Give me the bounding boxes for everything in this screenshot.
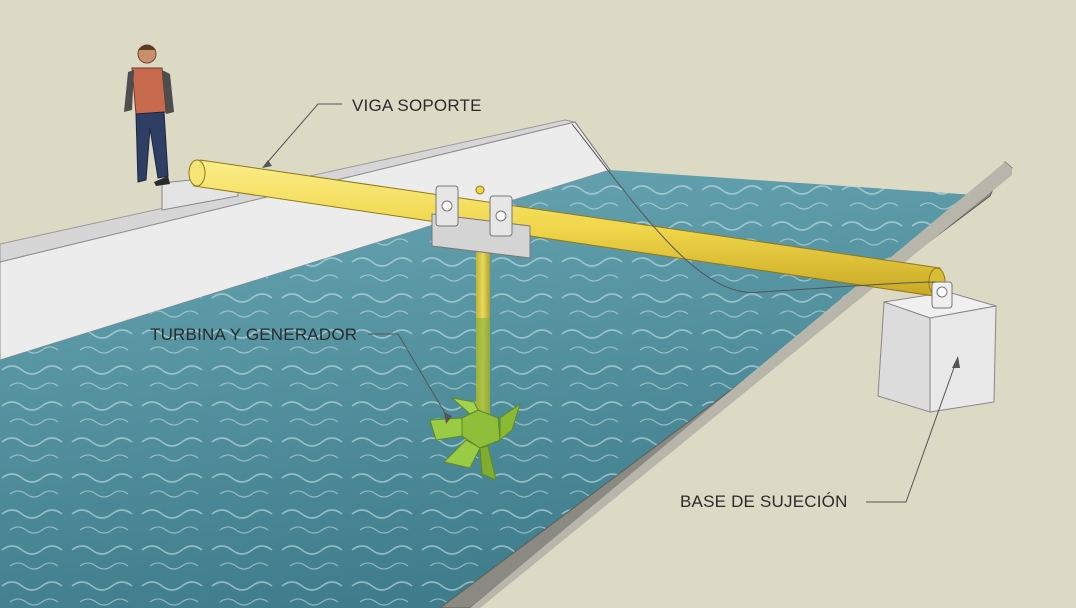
beam-clamp-bracket [431, 185, 531, 259]
label-turbine-generator: TURBINA Y GENERADOR [150, 325, 358, 344]
leader-support-beam [265, 103, 342, 165]
shaft-underwater [476, 318, 490, 428]
leader-turbine [368, 333, 449, 419]
wall-edge-line [574, 121, 611, 171]
label-support-beam: VIGA SOPORTE [352, 96, 482, 115]
leader-arrow-base [952, 356, 960, 368]
person-figure [124, 44, 174, 186]
beam-end-hinge [931, 281, 953, 309]
leader-arrow-turbine [444, 412, 452, 424]
leader-beam-arc [571, 123, 937, 293]
turbine-rotor [429, 397, 521, 481]
water-ripples [0, 170, 990, 608]
right-mounting-base [877, 291, 997, 413]
leader-arrow-beam [262, 160, 272, 168]
label-mounting-base: BASE DE SUJECIÓN [680, 492, 848, 511]
leader-base [866, 361, 957, 503]
